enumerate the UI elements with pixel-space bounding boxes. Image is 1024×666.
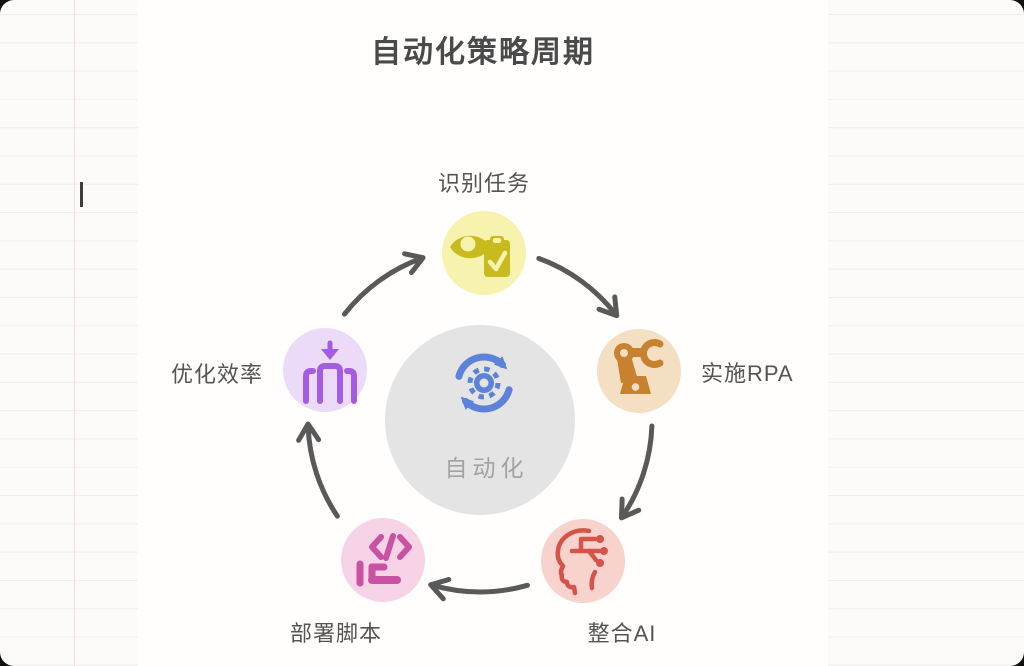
diagram-title: 自动化策略周期 (371, 36, 595, 69)
arrow-ai-to-deploy[interactable] (428, 577, 530, 602)
ai-head-circuit-icon (555, 528, 608, 596)
center-circle (385, 325, 575, 515)
label-implement-rpa: 实施RPA (701, 361, 794, 386)
center-node-automation[interactable] (385, 325, 575, 515)
label-optimize-efficiency: 优化效率 (170, 362, 263, 387)
eye-checklist-icon (450, 235, 510, 277)
node-optimize-efficiency[interactable] (283, 328, 367, 412)
node-circle (597, 329, 681, 413)
text-cursor (80, 182, 83, 207)
node-implement-rpa[interactable] (597, 329, 681, 413)
code-script-icon (356, 533, 412, 587)
arrow-rpa-to-ai[interactable] (618, 423, 655, 521)
arrow-optimize-to-identify[interactable] (342, 251, 426, 317)
node-integrate-ai[interactable] (541, 519, 625, 603)
sync-gear-icon (455, 353, 513, 413)
paper-margin-line (74, 0, 75, 666)
node-deploy-scripts[interactable] (341, 518, 425, 602)
node-circle (341, 518, 425, 602)
label-identify-tasks: 识别任务 (437, 171, 530, 196)
robot-arm-icon (614, 339, 664, 394)
label-deploy-scripts: 部署脚本 (289, 621, 382, 646)
arrow-identify-to-rpa[interactable] (536, 255, 620, 319)
node-identify-tasks[interactable] (442, 211, 526, 295)
label-center-automation: 自动化 (444, 455, 529, 481)
label-integrate-ai: 整合AI (587, 621, 657, 646)
arrow-deploy-to-optimize[interactable] (296, 421, 340, 519)
podium-arrow-icon (303, 340, 357, 404)
